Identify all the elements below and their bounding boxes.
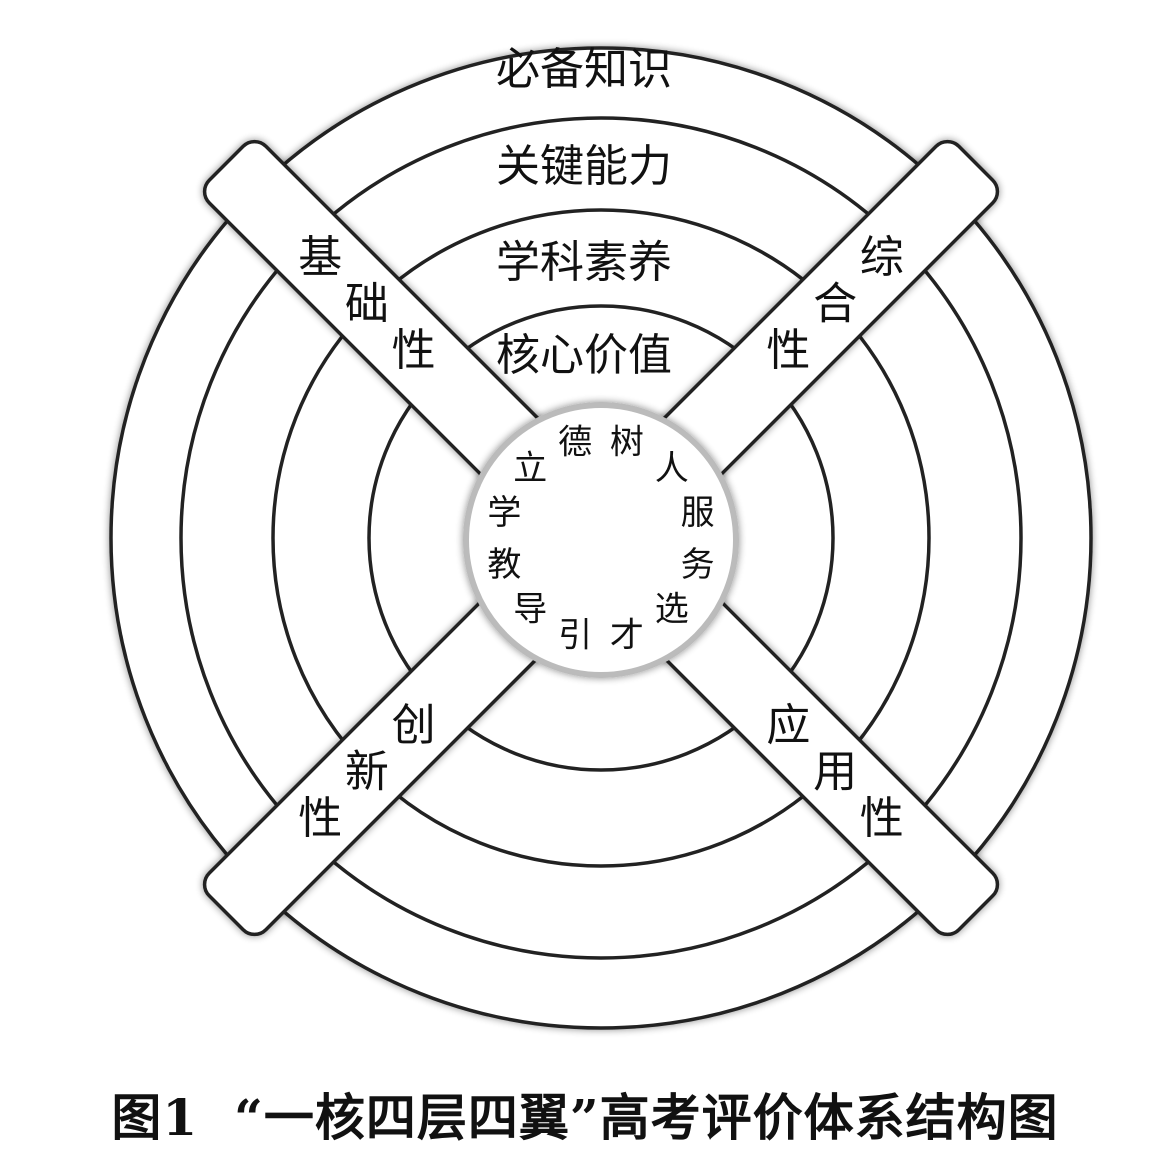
core-text-moral-education: 立德树人	[513, 422, 688, 488]
core-text-moral-education-char: 立	[513, 448, 547, 488]
wing-label-basic: 基础性	[298, 232, 435, 376]
core-text-talent-selection-char: 服	[681, 493, 715, 533]
figure-number: 图1	[111, 1088, 199, 1147]
core-text-teaching-guidance-char: 引	[558, 616, 592, 656]
figure-title: “一核四层四翼”高考评价体系结构图	[234, 1088, 1059, 1147]
core-disc	[463, 402, 739, 678]
wing-label-applied-char: 用	[813, 747, 857, 798]
core-text-moral-education-char: 德	[558, 422, 592, 462]
evaluation-system-diagram: 必备知识 关键能力 学科素养 核心价值 基础性 综合性 应用性 创新性 立德树人…	[109, 44, 1093, 1030]
core-text-moral-education-char: 人	[655, 448, 689, 488]
wing-label-innovative-char: 新	[345, 747, 389, 798]
wing-label-basic-char: 性	[392, 325, 436, 376]
wing-label-applied: 应用性	[766, 700, 903, 844]
core-text-talent-selection-char: 才	[610, 616, 644, 656]
core-text-teaching-guidance-char: 教	[487, 545, 521, 585]
wing-label-comprehensive-char: 性	[766, 325, 810, 376]
ring-label-key-abilities: 关键能力	[496, 141, 672, 192]
wing-label-innovative-char: 创	[392, 700, 436, 751]
core-text-teaching-guidance-char: 导	[513, 590, 547, 630]
figure-caption: 图1 “一核四层四翼”高考评价体系结构图	[0, 1078, 1170, 1150]
wing-label-comprehensive: 综合性	[766, 232, 903, 376]
wing-label-innovative-char: 性	[298, 793, 342, 844]
ring-label-essential-knowledge: 必备知识	[496, 44, 672, 95]
core-text-talent-selection-char: 务	[681, 545, 715, 585]
ring-label-subject-literacy: 学科素养	[496, 237, 672, 288]
wing-label-comprehensive-char: 合	[813, 278, 857, 329]
wing-label-applied-char: 性	[860, 793, 904, 844]
wing-label-basic-char: 础	[345, 278, 389, 329]
wing-label-basic-char: 基	[298, 232, 342, 283]
ring-label-core-values: 核心价值	[496, 330, 672, 381]
wing-label-comprehensive-char: 综	[860, 232, 904, 283]
core-text-talent-selection-char: 选	[655, 590, 689, 630]
wing-label-innovative: 创新性	[298, 700, 435, 844]
wing-label-applied-char: 应	[766, 700, 810, 751]
core-text-moral-education-char: 树	[610, 422, 644, 462]
core-text-teaching-guidance-char: 学	[487, 493, 521, 533]
